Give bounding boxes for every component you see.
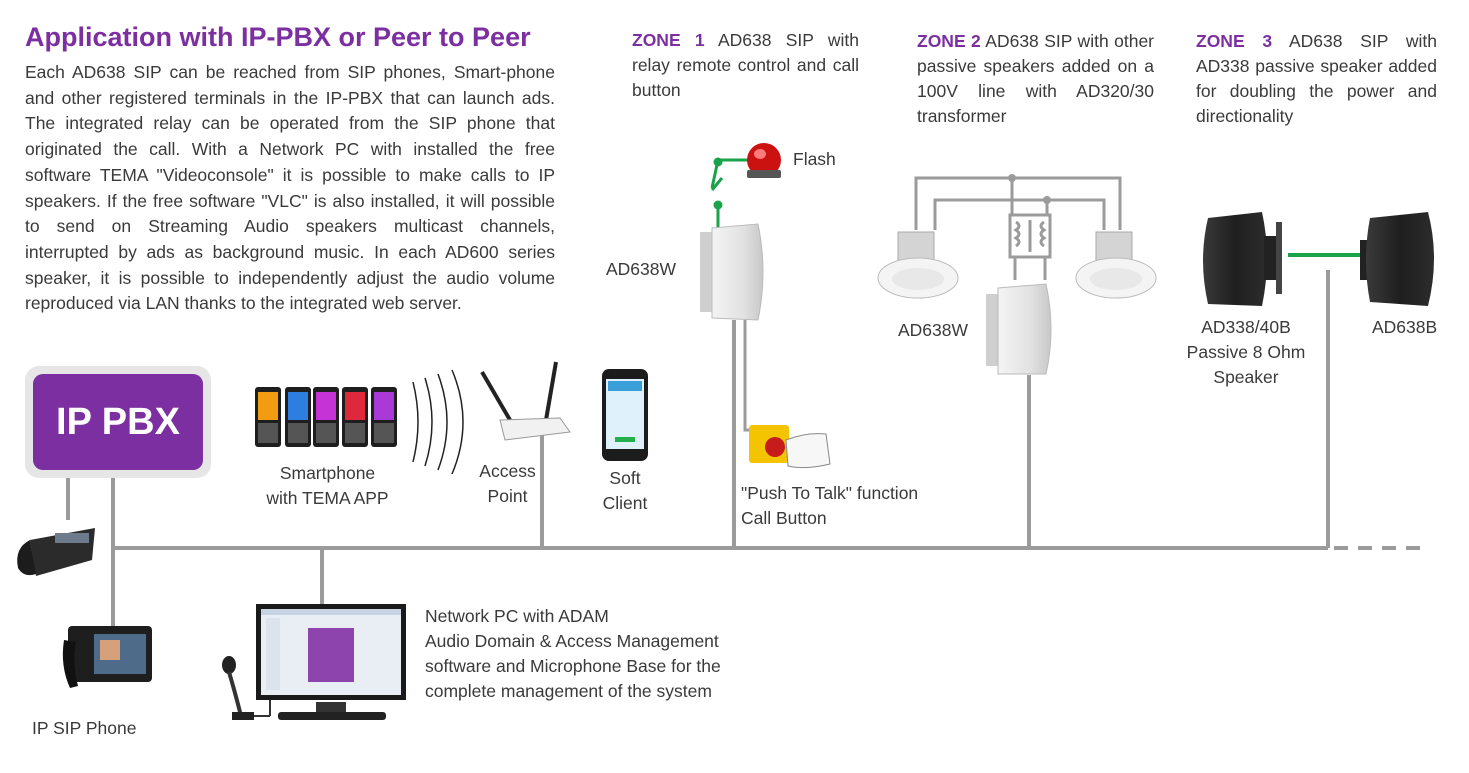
passive-speaker-label: AD338/40B Passive 8 Ohm Speaker: [1176, 315, 1316, 390]
microphone-icon: [222, 656, 271, 720]
zone-1-description: ZONE 1 AD638 SIP with relay remote contr…: [632, 28, 859, 103]
passive-speaker-label-line: Speaker: [1213, 367, 1279, 387]
junction-dot: [1043, 196, 1051, 204]
zone-3-speaker-label: AD638B: [1372, 317, 1438, 337]
zone-3-speaker-icon: [1360, 212, 1434, 306]
smartphones-icon: [255, 387, 397, 447]
passive-speaker-label-line: AD338/40B: [1201, 317, 1291, 337]
push-to-talk-label-line: "Push To Talk" function: [741, 483, 919, 503]
access-point-icon: [480, 361, 571, 441]
zone-2-speaker-label: AD638W: [898, 320, 969, 340]
soft-client-label: Soft Client: [590, 466, 660, 516]
zone-2-text: AD638 SIP with other passive speakers ad…: [917, 31, 1154, 126]
ceiling-speaker-left-icon: [877, 231, 959, 299]
network-pc-label: Network PC with ADAM Audio Domain & Acce…: [425, 604, 721, 704]
soft-client-label-line: Client: [602, 493, 648, 513]
smartphone-label-line: Smartphone: [279, 463, 376, 483]
network-pc-label-line: software and Microphone Base for the: [425, 656, 721, 676]
zone-3-text: AD638 SIP with AD338 passive speaker add…: [1196, 31, 1437, 126]
network-pc-label-line: complete management of the system: [425, 681, 712, 701]
passive-speaker-label-line: Passive 8 Ohm: [1186, 342, 1306, 362]
desk-phone-icon: [17, 528, 95, 576]
zone-1-speaker-icon: [700, 223, 764, 321]
push-to-talk-label-line: Call Button: [741, 508, 827, 528]
flash-icon: [747, 143, 781, 178]
soft-client-label-line: Soft: [609, 468, 641, 488]
relay-wiring: [710, 157, 748, 228]
zone-2-label: ZONE 2: [917, 31, 981, 51]
ip-pbx-label: IP PBX: [33, 374, 203, 470]
access-point-label-line: Point: [487, 486, 528, 506]
zone-3-label: ZONE 3: [1196, 31, 1273, 51]
network-pc-label-line: Network PC with ADAM: [425, 606, 609, 626]
lan-drops: [66, 270, 1330, 630]
access-point-label: Access Point: [470, 459, 545, 509]
smartphone-label: Smartphone with TEMA APP: [250, 461, 405, 511]
flash-label: Flash: [793, 149, 836, 169]
line-100v-wiring: [914, 176, 1122, 280]
junction-dot: [1008, 174, 1016, 182]
ip-sip-phone-label: IP SIP Phone: [32, 718, 137, 738]
zone-1-label: ZONE 1: [632, 30, 705, 50]
zone-3-description: ZONE 3 AD638 SIP with AD338 passive spea…: [1196, 29, 1437, 129]
zone-2-description: ZONE 2 AD638 SIP with other passive spea…: [917, 29, 1154, 129]
intro-paragraph: Each AD638 SIP can be reached from SIP p…: [25, 62, 555, 314]
network-pc-icon: [256, 604, 406, 720]
access-point-label-line: Access: [479, 461, 536, 481]
zone-2-speaker-icon: [986, 283, 1052, 375]
ptt-cable: [743, 320, 765, 432]
smartphone-label-line: with TEMA APP: [266, 488, 389, 508]
ip-sip-phone-icon: [62, 626, 152, 688]
zone-1-speaker-label: AD638W: [606, 259, 677, 279]
zone-1-text: AD638 SIP with relay remote control and …: [632, 30, 859, 100]
network-pc-label-line: Audio Domain & Access Management: [425, 631, 719, 651]
soft-client-icon: [602, 369, 648, 461]
wireless-waves-icon: [412, 369, 464, 475]
push-button-icon: [749, 425, 831, 469]
push-to-talk-label: "Push To Talk" function Call Button: [741, 481, 918, 531]
page-title: Application with IP-PBX or Peer to Peer: [25, 22, 531, 52]
passive-speaker-icon: [1203, 212, 1282, 306]
ceiling-speaker-right-icon: [1075, 231, 1157, 299]
